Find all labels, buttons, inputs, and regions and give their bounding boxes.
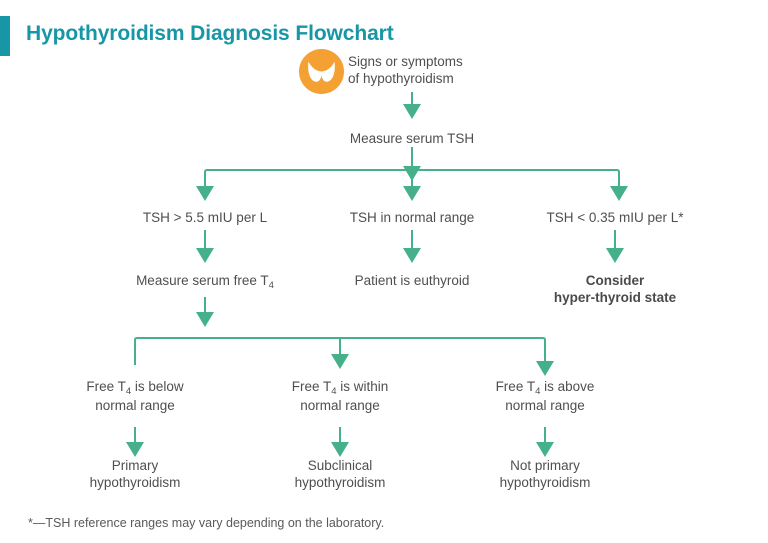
node-ft4-below-line1: Free T4 is below (35, 378, 235, 397)
node-ft4-above-line2: normal range (505, 398, 585, 413)
node-subclinical-hypothyroidism: Subclinical hypothyroidism (240, 457, 440, 491)
node-tsh-low: TSH < 0.35 mIU per L* (515, 209, 715, 226)
node-tsh-low-label: TSH < 0.35 mIU per L* (546, 210, 684, 225)
node-hyperthyroid: Consider hyper-thyroid state (515, 272, 715, 306)
node-primary-hypothyroidism: Primary hypothyroidism (35, 457, 235, 491)
node-hyperthyroid-line2: hyper-thyroid state (553, 290, 677, 305)
node-ft4-within-line1: Free T4 is within (240, 378, 440, 397)
node-euthyroid-label: Patient is euthyroid (354, 273, 470, 288)
title-accent-bar (0, 16, 10, 56)
node-measure-ft4: Measure serum free T4 (105, 272, 305, 291)
node-hyperthyroid-line1: Consider (585, 273, 645, 288)
node-euthyroid: Patient is euthyroid (312, 272, 512, 289)
node-measure-ft4-text: Measure serum free T (136, 273, 269, 288)
node-measure-ft4-label: Measure serum free T4 (105, 272, 305, 291)
node-ft4-below-text: Free T (86, 379, 126, 394)
node-ft4-above-subscript: 4 (535, 386, 541, 397)
node-tsh-normal-label: TSH in normal range (349, 210, 475, 225)
node-measure-ft4-subscript: 4 (268, 280, 274, 291)
node-start: Signs or symptoms of hypothyroidism (278, 53, 546, 87)
node-tsh-high-label: TSH > 5.5 mIU per L (142, 210, 268, 225)
node-ft4-within-subscript: 4 (331, 386, 337, 397)
node-ft4-above-text2: is above (540, 379, 595, 394)
node-not-primary-line2: hypothyroidism (499, 475, 591, 490)
node-ft4-within-text: Free T (291, 379, 332, 394)
node-tsh-normal: TSH in normal range (312, 209, 512, 226)
node-measure-tsh: Measure serum TSH (312, 130, 512, 147)
node-tsh-high: TSH > 5.5 mIU per L (105, 209, 305, 226)
node-subclinical-line2: hypothyroidism (294, 475, 386, 490)
node-ft4-below-text2: is below (131, 379, 184, 394)
node-ft4-within: Free T4 is within normal range (240, 378, 440, 414)
node-subclinical-line1: Subclinical (307, 458, 373, 473)
node-ft4-within-text2: is within (336, 379, 389, 394)
node-ft4-within-line2: normal range (300, 398, 380, 413)
page-title: Hypothyroidism Diagnosis Flowchart (26, 22, 394, 45)
node-not-primary-hypothyroidism: Not primary hypothyroidism (445, 457, 645, 491)
node-ft4-above: Free T4 is above normal range (445, 378, 645, 414)
node-ft4-below-subscript: 4 (125, 386, 132, 397)
node-start-line1: Signs or symptoms (348, 54, 463, 69)
node-ft4-above-text: Free T (495, 379, 536, 394)
footnote: *—TSH reference ranges may vary dependin… (28, 516, 385, 530)
node-not-primary-line1: Not primary (510, 458, 580, 473)
thyroid-gland-icon (299, 49, 344, 94)
node-primary-line1: Primary (111, 458, 159, 473)
node-primary-line2: hypothyroidism (89, 475, 181, 490)
node-ft4-below-line2: normal range (95, 398, 175, 413)
node-start-line2: of hypothyroidism (348, 71, 454, 86)
node-ft4-above-line1: Free T4 is above (445, 378, 645, 397)
node-ft4-below: Free T4 is below normal range (35, 378, 235, 414)
node-measure-tsh-label: Measure serum TSH (349, 131, 475, 146)
